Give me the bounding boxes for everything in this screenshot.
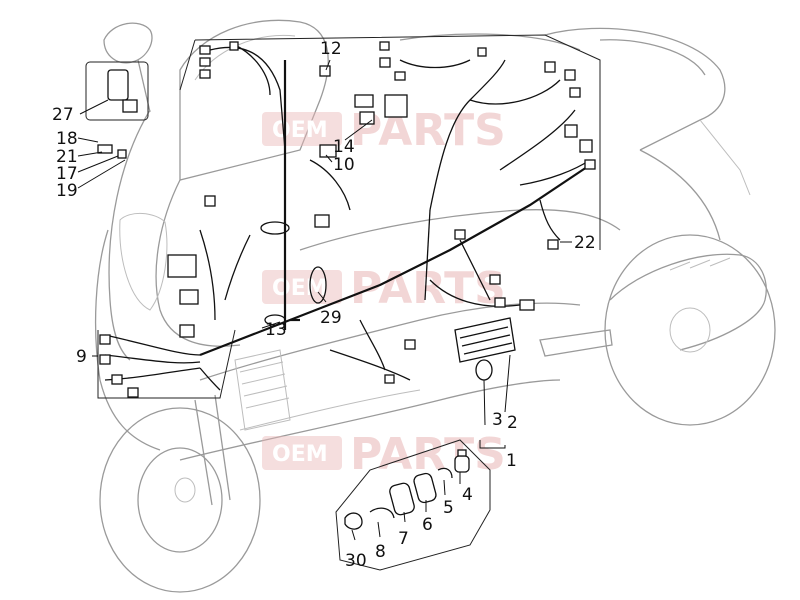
watermark-top: OEM PARTS [262, 105, 506, 156]
callout-3: 3 [492, 410, 503, 430]
callout-9: 9 [76, 347, 87, 367]
main-wiring-harness [104, 44, 591, 391]
callout-8: 8 [375, 542, 386, 562]
callout-18: 18 [56, 129, 78, 149]
callout-13: 13 [265, 320, 287, 340]
watermark-box-label: OEM [272, 442, 328, 467]
watermark-label: PARTS [350, 263, 506, 314]
exploded-small-parts [344, 449, 470, 530]
callout-21: 21 [56, 147, 78, 167]
callout-29: 29 [320, 308, 342, 328]
leader-lines [77, 59, 572, 541]
callout-17: 17 [56, 164, 78, 184]
callout-22: 22 [574, 233, 596, 253]
watermark-label: PARTS [350, 105, 506, 156]
callout-7: 7 [398, 529, 409, 549]
callout-2: 2 [507, 413, 518, 433]
harness-connectors [97, 41, 596, 398]
callout-27: 27 [52, 105, 74, 125]
callout-14: 14 [333, 137, 355, 157]
watermark-label: PARTS [350, 429, 506, 480]
watermark-middle: OEM PARTS [262, 263, 506, 314]
callout-6: 6 [422, 515, 433, 535]
callout-numbers: 12 14 10 27 18 21 17 19 22 29 13 9 3 2 1… [52, 39, 596, 571]
watermark-box-label: OEM [272, 118, 328, 143]
callout-5: 5 [443, 498, 454, 518]
callout-12: 12 [320, 39, 342, 59]
callout-30: 30 [345, 551, 367, 571]
callout-10: 10 [333, 155, 355, 175]
watermark-box-label: OEM [272, 276, 328, 301]
watermark-bottom: OEM PARTS [262, 429, 506, 480]
callout-19: 19 [56, 181, 78, 201]
callout-1: 1 [506, 451, 517, 471]
callout-4: 4 [462, 485, 473, 505]
exploded-frames [85, 34, 601, 571]
